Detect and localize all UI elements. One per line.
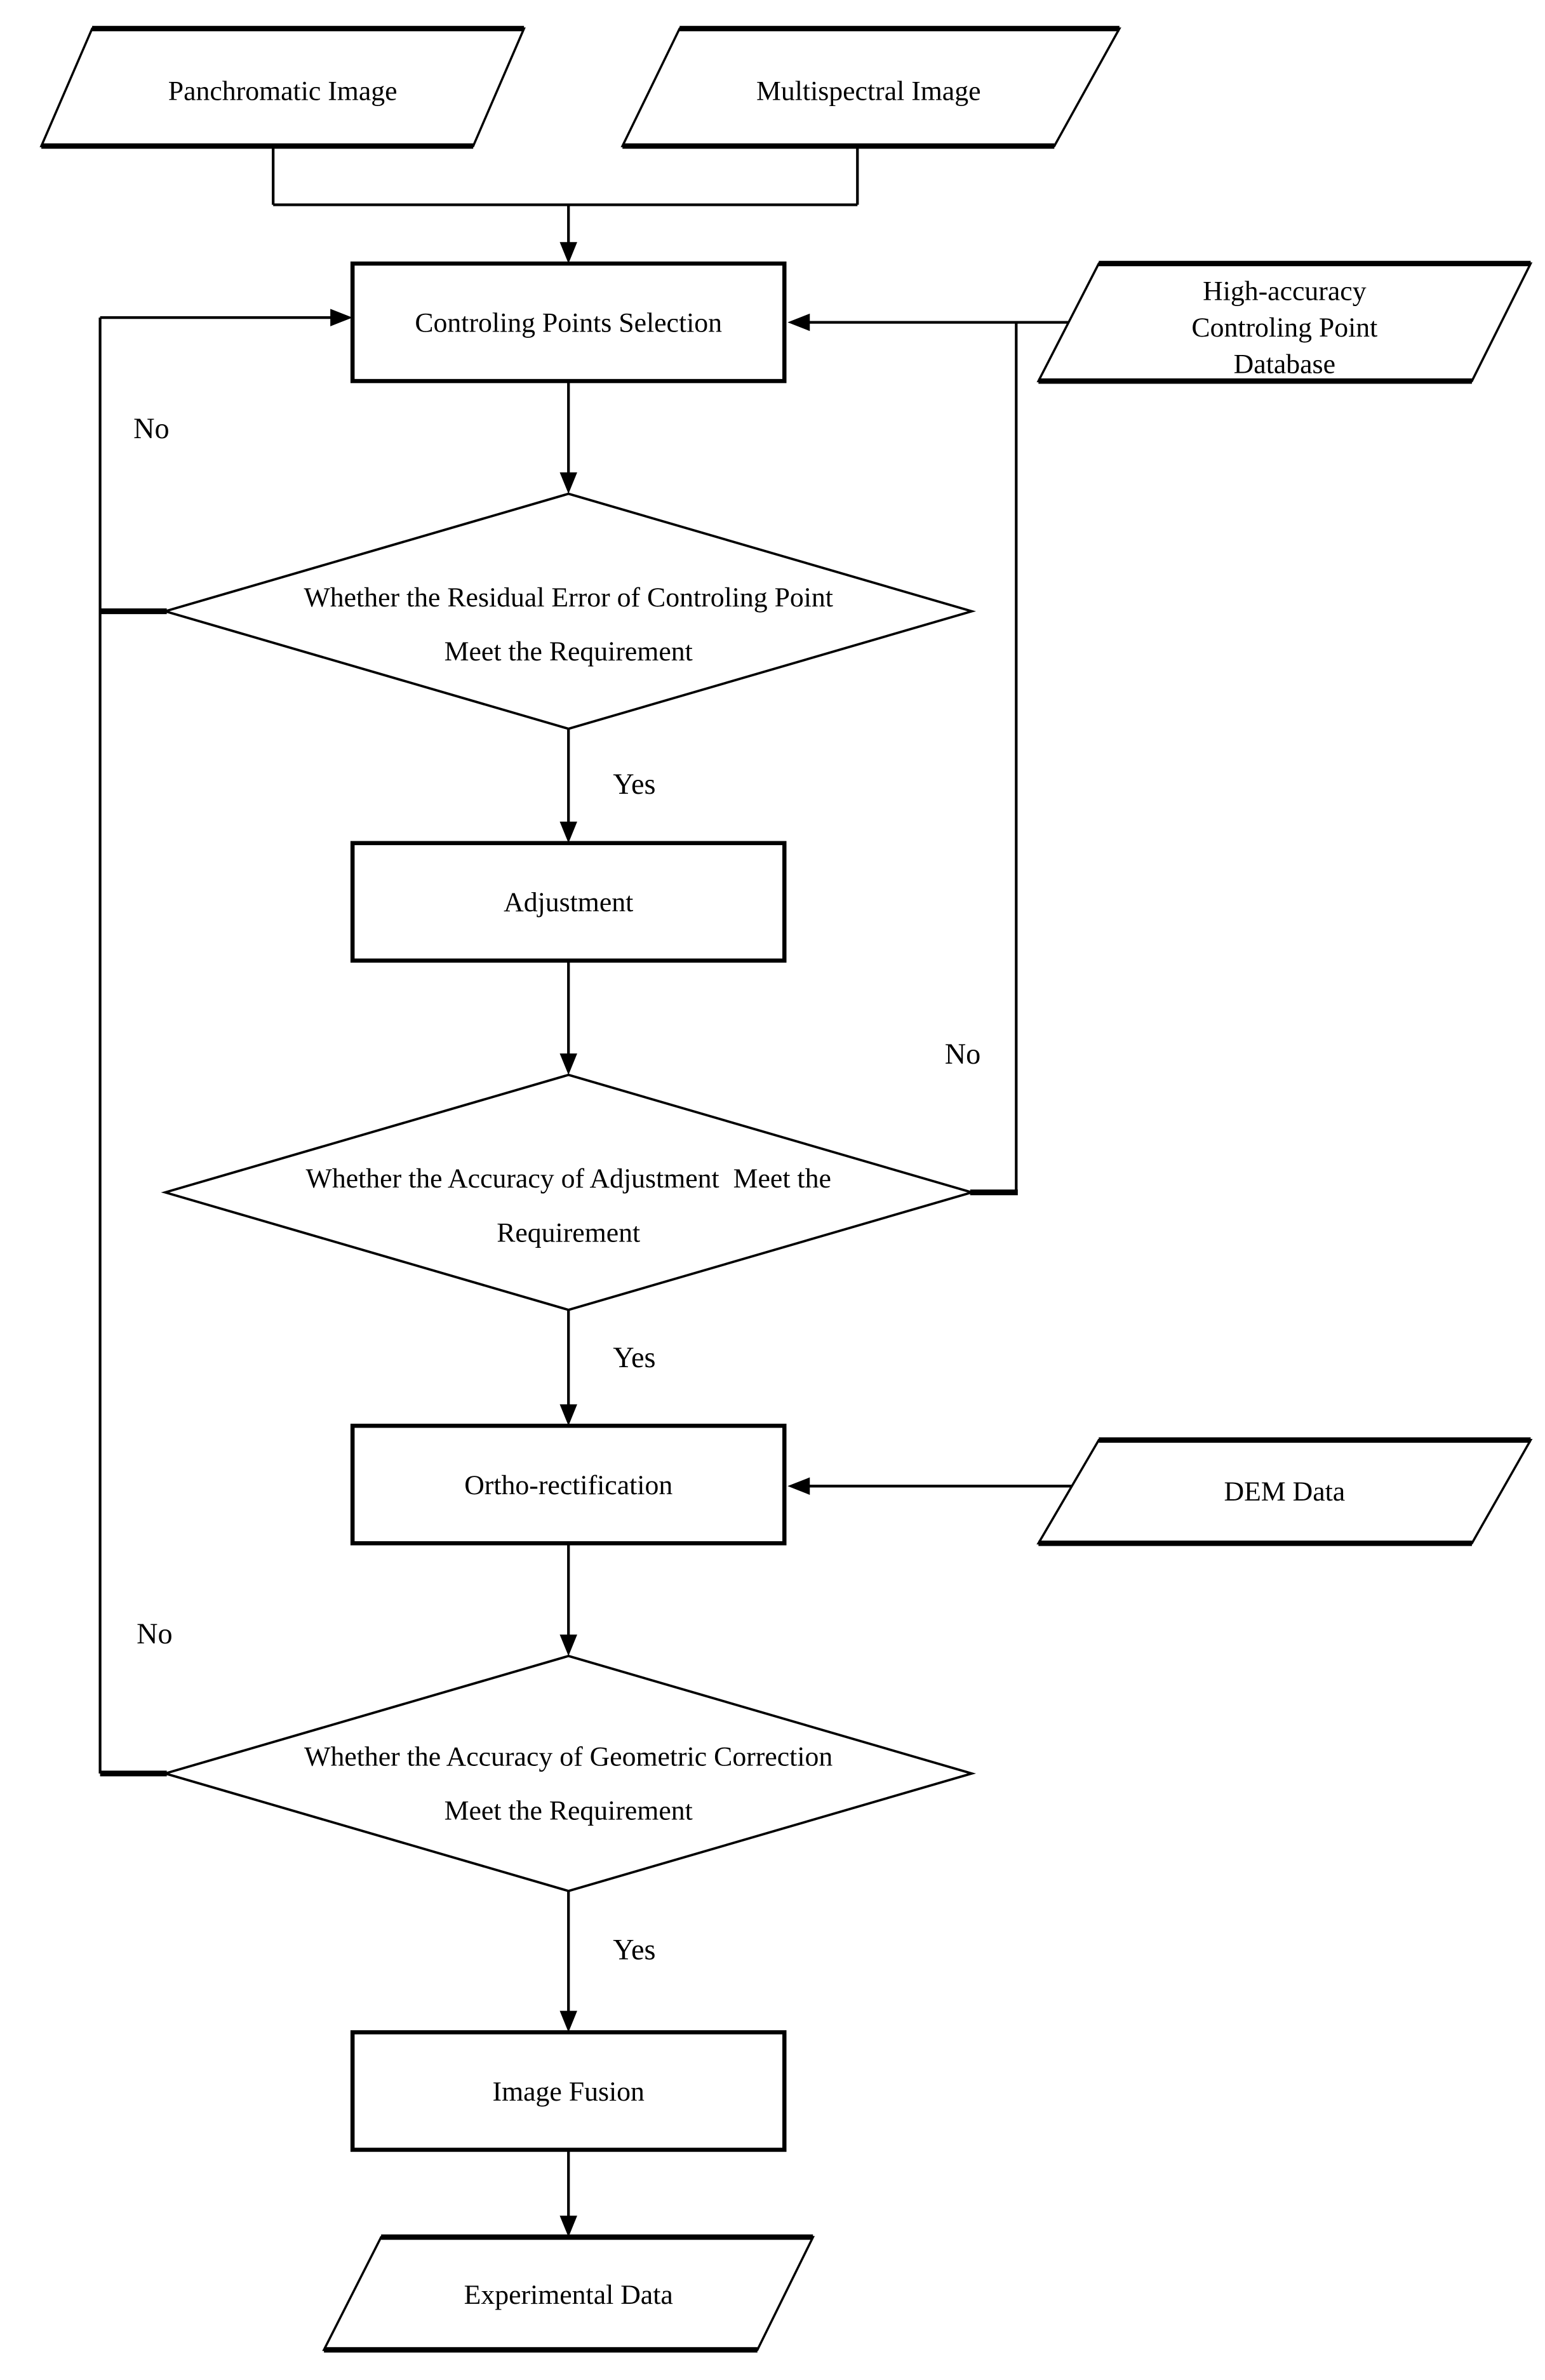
label-yes-geometric: Yes	[613, 1934, 655, 1966]
ortho-box	[350, 1424, 787, 1546]
arrowhead-into-selection-left	[330, 309, 353, 326]
node-multispectral-image: Multispectral Image	[620, 25, 1121, 149]
label-no-residual: No	[133, 413, 170, 445]
panchromatic-label: Panchromatic Image	[168, 76, 398, 107]
node-image-fusion: Image Fusion	[350, 2030, 787, 2152]
database-label-line1: High-accuracy	[1203, 276, 1367, 307]
node-high-accuracy-database: High-accuracy Controling Point Database	[1036, 260, 1533, 384]
node-adjustment: Adjustment	[350, 841, 787, 963]
connectors	[98, 146, 1072, 2237]
label-yes-residual: Yes	[613, 768, 655, 801]
label-no-geometric: No	[137, 1618, 173, 1650]
node-dem-data: DEM Data	[1036, 1437, 1533, 1546]
ortho-label: Ortho-rectification	[464, 1470, 672, 1501]
arrowhead-into-fusion	[559, 2010, 577, 2033]
decision3-diamond	[161, 1654, 976, 1892]
node-panchromatic-image: Panchromatic Image	[39, 25, 526, 149]
decision1-label-line1: Whether the Residual Error of Controling…	[304, 582, 833, 613]
decision1-label-line2: Meet the Requirement	[445, 636, 693, 667]
node-ortho-rectification: Ortho-rectification	[350, 1424, 787, 1546]
database-label-line3: Database	[1234, 349, 1335, 380]
node-decision-adjustment-accuracy: Whether the Accuracy of Adjustment Meet …	[161, 1073, 976, 1311]
arrowhead-into-adjustment	[559, 821, 577, 843]
decision2-label-line1: Whether the Accuracy of Adjustment Meet …	[306, 1163, 831, 1194]
fusion-box	[350, 2030, 787, 2152]
arrowhead-into-decision1	[559, 472, 577, 494]
arrowhead-into-decision3	[559, 1635, 577, 1656]
node-controling-points-selection: Controling Points Selection	[350, 261, 787, 384]
database-label-line2: Controling Point	[1191, 312, 1377, 343]
decision2-diamond	[161, 1073, 976, 1311]
arrowhead-into-selection-right	[787, 313, 810, 331]
decision2-label-line2: Requirement	[497, 1217, 640, 1248]
experimental-label: Experimental Data	[464, 2280, 673, 2310]
decision3-label-line2: Meet the Requirement	[445, 1795, 693, 1826]
multispectral-label: Multispectral Image	[756, 76, 981, 107]
node-experimental-data: Experimental Data	[322, 2234, 815, 2353]
dem-label: DEM Data	[1224, 1476, 1345, 1507]
arrowhead-into-ortho-right	[787, 1477, 810, 1495]
fusion-label: Image Fusion	[493, 2076, 645, 2107]
selection-label: Controling Points Selection	[415, 308, 722, 338]
adjustment-label: Adjustment	[504, 887, 633, 918]
selection-box	[350, 261, 787, 384]
arrowhead-into-experimental	[559, 2216, 577, 2237]
decision1-diamond	[161, 492, 976, 730]
decision3-label-line1: Whether the Accuracy of Geometric Correc…	[304, 1741, 833, 1772]
node-decision-residual-error: Whether the Residual Error of Controling…	[161, 492, 976, 730]
arrowhead-into-decision2	[559, 1053, 577, 1075]
label-yes-adjustment: Yes	[613, 1342, 655, 1374]
edge-labels: No Yes No Yes No Yes	[133, 413, 980, 1966]
adjustment-box	[350, 841, 787, 963]
arrowhead-into-ortho-top	[559, 1404, 577, 1426]
label-no-adjustment: No	[945, 1038, 981, 1071]
node-decision-geometric-correction: Whether the Accuracy of Geometric Correc…	[161, 1654, 976, 1892]
arrowhead-into-selection-top	[559, 242, 577, 264]
